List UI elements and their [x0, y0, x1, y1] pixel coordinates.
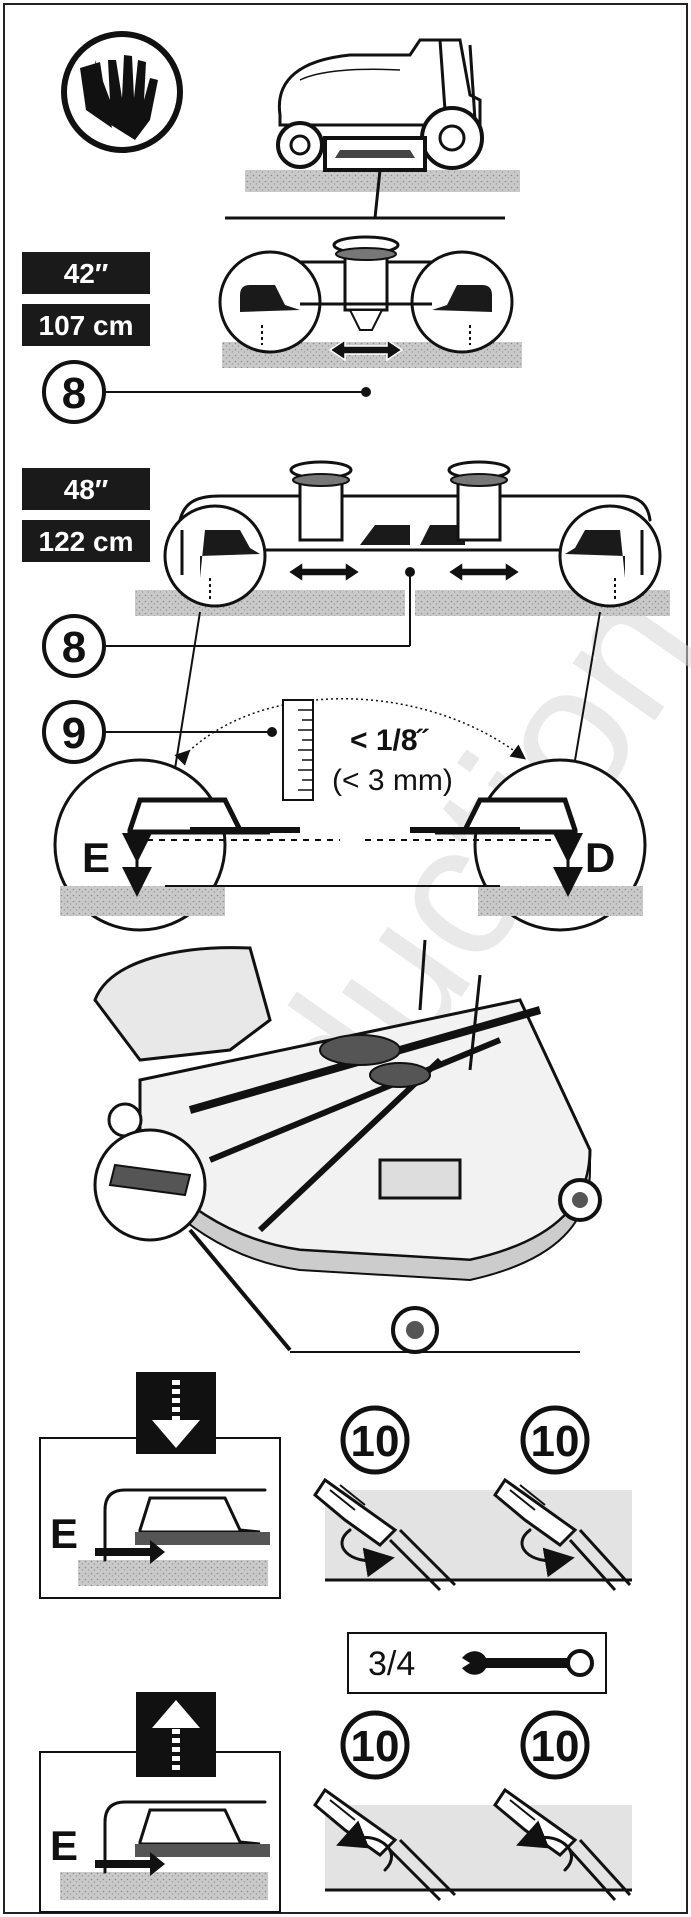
mower-deck-icon: [93, 939, 602, 1354]
svg-text:10: 10: [531, 1417, 580, 1466]
bolt-panel-upper: 10 10: [313, 1405, 632, 1592]
wrench-icon: 3/4: [347, 1632, 607, 1694]
wrench-size: 3/4: [368, 1645, 415, 1683]
side-label-left: E: [82, 834, 110, 881]
callout-10-c: 10: [340, 1710, 410, 1780]
up-arrow-icon: [136, 1692, 216, 1777]
ruler-icon: [282, 699, 314, 801]
svg-text:8: 8: [62, 623, 86, 672]
side-label-e-up: E: [50, 1822, 78, 1869]
deck-42-inch-label: 42″: [64, 258, 109, 289]
bolt-panel-lower: 10 10: [313, 1710, 632, 1902]
callout-10-b: 10: [520, 1405, 590, 1475]
bolt-icon: [313, 1477, 457, 1592]
deck-42-cm-label: 107 cm: [39, 310, 134, 341]
deck-48-diagram: [135, 460, 670, 616]
blade-height-icon: [53, 611, 647, 932]
callout-9: 9: [42, 700, 277, 764]
callout-10-d: 10: [520, 1710, 590, 1780]
callout-10-a: 10: [340, 1405, 410, 1475]
rotate-arrow-icon: [520, 1528, 575, 1578]
rotate-arrow-icon: [340, 1528, 395, 1578]
deck-48-inch-label: 48″: [64, 474, 109, 505]
deck-42-diagram: [218, 235, 522, 368]
svg-text:8: 8: [62, 369, 86, 418]
bolt-icon: [493, 1477, 632, 1592]
deck-42-badge: 42″ 107 cm: [22, 252, 150, 346]
down-arrow-icon: [136, 1372, 216, 1454]
svg-text:10: 10: [351, 1722, 400, 1771]
svg-text:9: 9: [62, 709, 86, 758]
svg-text:10: 10: [531, 1722, 580, 1771]
rotate-arrow-icon: [336, 1820, 393, 1872]
callout-8-a: 8: [42, 360, 371, 424]
svg-text:10: 10: [351, 1417, 400, 1466]
deck-48-badge: 48″ 122 cm: [22, 468, 150, 562]
spec-max-diff-metric: (< 3 mm): [332, 764, 453, 797]
deck-48-cm-label: 122 cm: [39, 526, 134, 557]
blade-lower-panel: E: [39, 1437, 281, 1599]
tractor-icon: [225, 38, 520, 220]
page-frame: [3, 3, 688, 1914]
callout-8-b: 8: [42, 567, 415, 678]
spec-max-diff: < 1/8˝: [350, 724, 430, 757]
gloves-icon: [61, 31, 183, 153]
side-label-right: D: [585, 834, 615, 881]
rotate-arrow-icon: [516, 1820, 573, 1872]
blade-raise-panel: E: [39, 1751, 281, 1913]
side-label-e-down: E: [50, 1510, 78, 1557]
